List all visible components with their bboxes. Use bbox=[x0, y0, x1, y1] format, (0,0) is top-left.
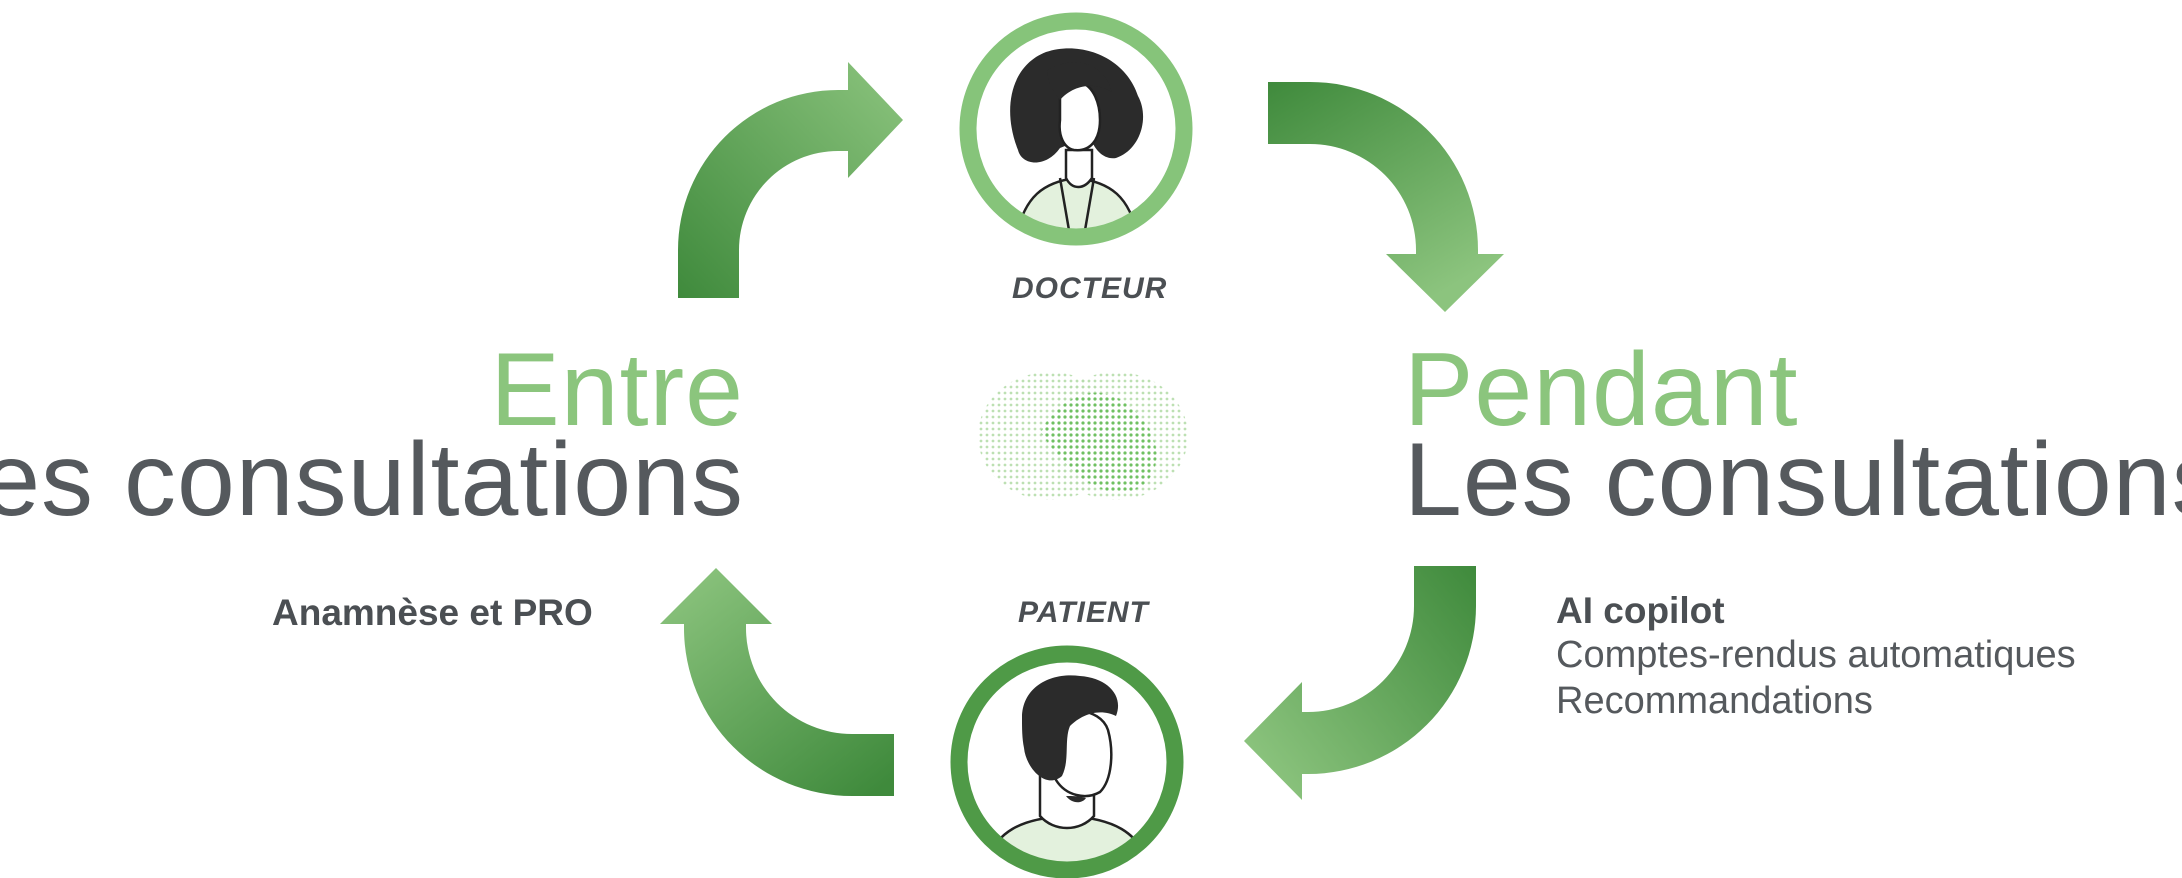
curved-arrow-icon bbox=[660, 568, 894, 796]
patient-avatar-icon bbox=[950, 645, 1184, 878]
patient-label: PATIENT bbox=[1018, 596, 1149, 629]
right-note-line: Recommandations bbox=[1556, 680, 1873, 722]
right-accent-heading: Pendant bbox=[1404, 332, 1799, 448]
left-accent-heading: Entre bbox=[490, 332, 744, 448]
curved-arrow-icon bbox=[678, 62, 903, 298]
right-note-title: AI copilot bbox=[1556, 590, 1725, 631]
doctor-avatar-icon bbox=[959, 12, 1193, 246]
left-note: Anamnèse et PRO bbox=[272, 592, 593, 633]
curved-arrow-icon bbox=[1244, 566, 1476, 800]
curved-arrow-icon bbox=[1268, 82, 1504, 312]
left-title: les consultations bbox=[0, 422, 744, 538]
infinity-dots-icon bbox=[978, 372, 1188, 500]
right-title: Les consultations bbox=[1404, 422, 2182, 538]
right-note-line: Comptes-rendus automatiques bbox=[1556, 634, 2076, 676]
doctor-label: DOCTEUR bbox=[1012, 272, 1168, 305]
